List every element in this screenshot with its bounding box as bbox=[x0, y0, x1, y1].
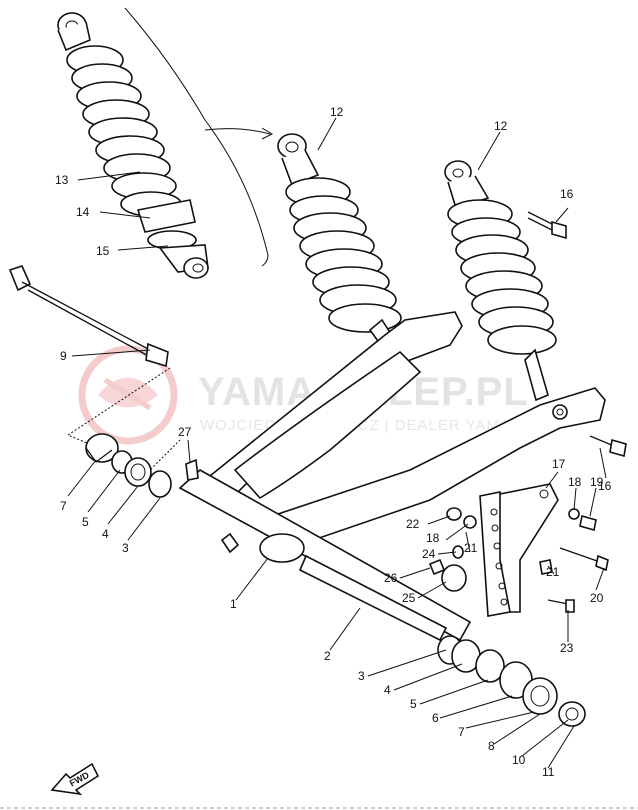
leader-lines bbox=[67, 117, 607, 769]
callout-4-left: 4 bbox=[102, 527, 109, 541]
callout-12-left: 12 bbox=[330, 105, 344, 119]
callout-23: 23 bbox=[560, 641, 574, 655]
callout-3-right: 3 bbox=[358, 669, 365, 683]
callout-1: 1 bbox=[230, 597, 237, 611]
bracket-17 bbox=[479, 483, 559, 617]
callout-21-lower: 21 bbox=[546, 565, 560, 579]
callout-22: 22 bbox=[406, 517, 420, 531]
watermark-subtitle: WOJCIECH JANOWICZ | DEALER YAMAHA bbox=[200, 417, 534, 434]
callout-21-upper: 21 bbox=[464, 541, 478, 555]
callout-17: 17 bbox=[552, 457, 566, 471]
callout-7-right: 7 bbox=[458, 725, 465, 739]
watermark-logo bbox=[78, 345, 178, 445]
grease-nipple-27 bbox=[185, 458, 199, 481]
callout-20: 20 bbox=[590, 591, 604, 605]
direction-arrow bbox=[204, 128, 271, 135]
callout-14: 14 bbox=[76, 205, 90, 219]
right-bushing-stack bbox=[437, 635, 586, 727]
callout-18-right: 18 bbox=[568, 475, 582, 489]
callout-26: 26 bbox=[384, 571, 398, 585]
shock-absorber-13 bbox=[57, 12, 209, 279]
callout-13: 13 bbox=[55, 173, 69, 187]
bracket-line bbox=[124, 7, 269, 267]
fwd-arrow-icon: FWD bbox=[50, 762, 100, 796]
callout-18-left: 18 bbox=[426, 531, 440, 545]
callout-24: 24 bbox=[422, 547, 436, 561]
callout-16-lower: 16 bbox=[598, 479, 612, 493]
callout-15: 15 bbox=[96, 244, 110, 258]
pivot-shaft-9 bbox=[8, 265, 169, 368]
callout-16-upper: 16 bbox=[560, 187, 574, 201]
bolt-16-upper bbox=[527, 211, 567, 240]
callout-4-right: 4 bbox=[384, 683, 391, 697]
callout-5-left: 5 bbox=[82, 515, 89, 529]
shock-absorber-12-left bbox=[277, 133, 402, 357]
bracket-hardware bbox=[428, 435, 627, 613]
callout-27: 27 bbox=[178, 425, 192, 439]
left-bushing-stack bbox=[85, 433, 172, 498]
callout-12-right: 12 bbox=[494, 119, 508, 133]
dashed-guide bbox=[66, 367, 181, 471]
callout-11: 11 bbox=[542, 765, 555, 779]
callout-3-left: 3 bbox=[122, 541, 129, 555]
callout-5-right: 5 bbox=[410, 697, 417, 711]
callout-10: 10 bbox=[512, 753, 526, 767]
callout-25: 25 bbox=[402, 591, 416, 605]
callout-6: 6 bbox=[432, 711, 439, 725]
callout-19: 19 bbox=[590, 475, 604, 489]
callout-7-left: 7 bbox=[60, 499, 67, 513]
shock-absorber-12-right bbox=[444, 160, 557, 402]
callout-2: 2 bbox=[324, 649, 331, 663]
callout-8: 8 bbox=[488, 739, 495, 753]
swingarm-1 bbox=[178, 311, 606, 642]
callout-labels: 13 14 15 12 12 16 9 27 16 17 18 19 22 18… bbox=[55, 105, 612, 779]
callout-9: 9 bbox=[60, 349, 67, 363]
shaft-2 bbox=[298, 554, 448, 642]
